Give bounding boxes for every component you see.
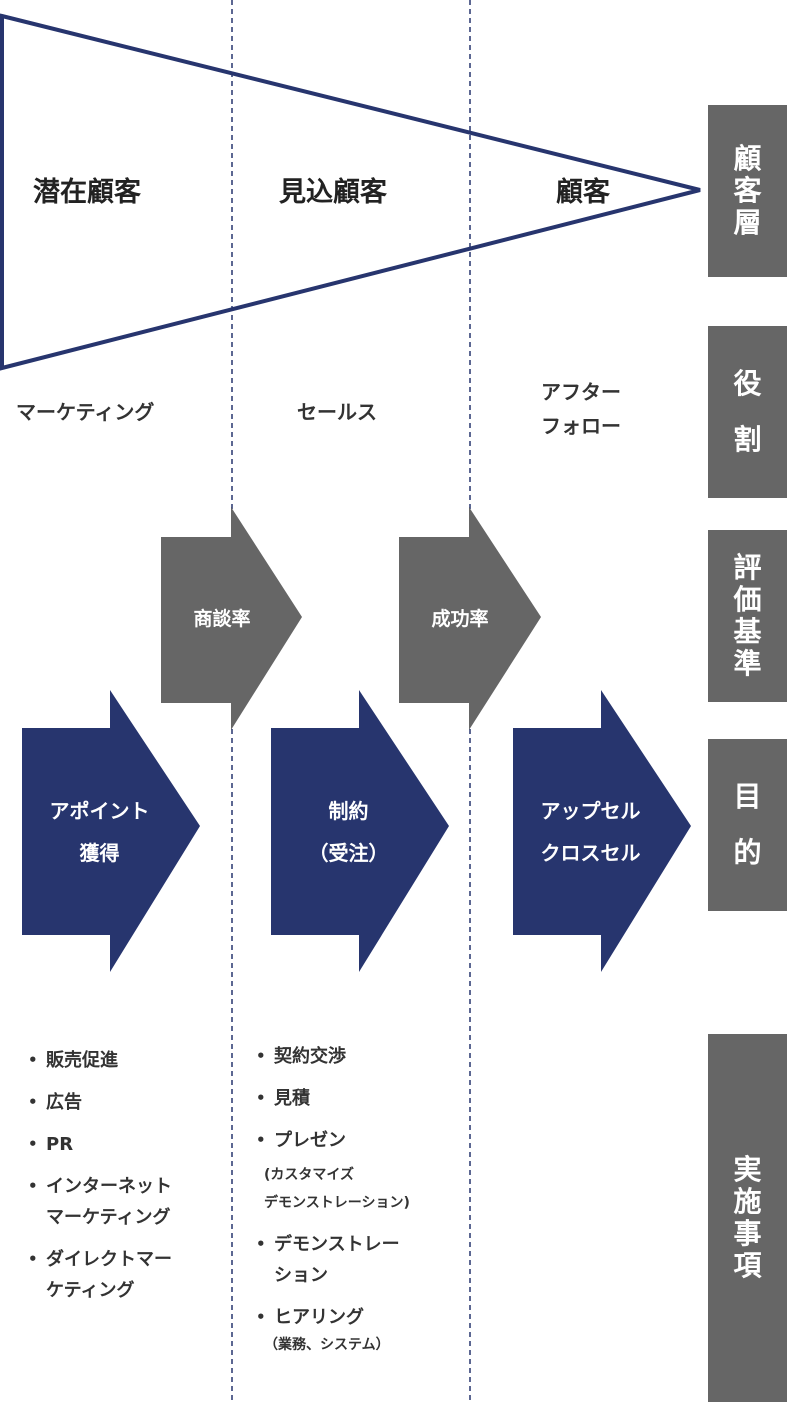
- role-after-follow-line: フォロー: [541, 414, 621, 438]
- list-item: 契約交渉: [254, 1041, 464, 1072]
- criteria-success-rate: 成功率: [431, 608, 489, 630]
- list-item: ダイレクトマー ケティング: [26, 1244, 226, 1306]
- list-item: ヒアリング: [254, 1302, 464, 1333]
- stage-latent-customer: 潜在顧客: [33, 177, 141, 208]
- side-label-actions: 実 施 事 項: [708, 1034, 787, 1402]
- list-note: (カスタマイズ デモンストレーション): [264, 1161, 464, 1217]
- purpose-line: 獲得: [79, 841, 120, 865]
- meeting-rate-arrow: [161, 507, 302, 730]
- list-item: デモンストレー ション: [254, 1229, 464, 1291]
- contract-arrow: [271, 690, 449, 972]
- side-char: 評: [733, 550, 762, 584]
- purpose-line: クロスセル: [540, 841, 641, 865]
- list-note-line: (カスタマイズ: [264, 1167, 354, 1183]
- purpose-upsell: アップセル クロスセル: [513, 790, 668, 874]
- list-item-line: ション: [274, 1265, 328, 1286]
- purpose-appointment: アポイント 獲得: [22, 790, 177, 874]
- list-item: プレゼン: [254, 1125, 464, 1156]
- side-label-criteria: 評 価 基 準: [708, 530, 787, 702]
- stage-customer: 顧客: [556, 177, 610, 208]
- side-label-customer-layer: 顧 客 層: [708, 105, 787, 277]
- side-char: 基: [733, 615, 762, 648]
- role-sales: セールス: [297, 400, 377, 424]
- side-char: 客: [733, 173, 762, 207]
- list-item: 見積: [254, 1083, 464, 1114]
- actions-marketing-list: 販売促進 広告 PR インターネット マーケティング ダイレクトマー ケティング: [26, 1045, 226, 1317]
- side-char: 施: [733, 1184, 762, 1218]
- list-item-line: インターネット: [46, 1176, 172, 1197]
- purpose-line: アポイント: [49, 799, 150, 823]
- side-label-purpose: 目 的: [708, 739, 787, 911]
- list-item-line: ダイレクトマー: [46, 1249, 172, 1270]
- side-char: 層: [733, 206, 762, 240]
- actions-sales-list: 契約交渉 見積 プレゼン (カスタマイズ デモンストレーション) デモンストレー…: [254, 1041, 464, 1371]
- stage-prospect-customer: 見込顧客: [279, 177, 387, 208]
- side-char: 準: [733, 647, 762, 681]
- criteria-meeting-rate: 商談率: [193, 608, 251, 630]
- side-char: 役: [733, 367, 762, 400]
- list-note-line: デモンストレーション): [264, 1195, 410, 1211]
- customer-funnel: [0, 13, 701, 371]
- side-char: 目: [733, 780, 762, 813]
- side-char: 的: [733, 836, 762, 869]
- purpose-line: アップセル: [540, 799, 641, 823]
- side-char: 割: [733, 423, 762, 456]
- purpose-line: （受注）: [308, 841, 389, 865]
- purpose-contract: 制約 （受注）: [271, 790, 426, 874]
- side-char: 項: [733, 1249, 762, 1283]
- role-after-follow-line: アフター: [541, 380, 621, 404]
- purpose-line: 制約: [328, 799, 369, 823]
- side-char: 実: [733, 1152, 762, 1186]
- side-char: 価: [733, 582, 762, 616]
- appointment-arrow: [22, 690, 200, 972]
- list-item-line: デモンストレー: [274, 1234, 400, 1255]
- side-char: 事: [733, 1217, 762, 1250]
- side-char: 顧: [733, 141, 762, 175]
- list-item: 広告: [26, 1087, 226, 1118]
- list-note: （業務、システム）: [264, 1337, 390, 1353]
- list-item: 販売促進: [26, 1045, 226, 1076]
- list-item: インターネット マーケティング: [26, 1171, 226, 1233]
- list-item-line: ケティング: [46, 1280, 135, 1301]
- role-after-follow: アフター フォロー: [541, 375, 621, 443]
- list-item-line: マーケティング: [46, 1207, 171, 1228]
- list-item: PR: [26, 1129, 226, 1160]
- side-label-role: 役 割: [708, 326, 787, 498]
- upsell-arrow: [513, 690, 691, 972]
- success-rate-arrow: [399, 507, 541, 730]
- role-marketing: マーケティング: [16, 400, 155, 424]
